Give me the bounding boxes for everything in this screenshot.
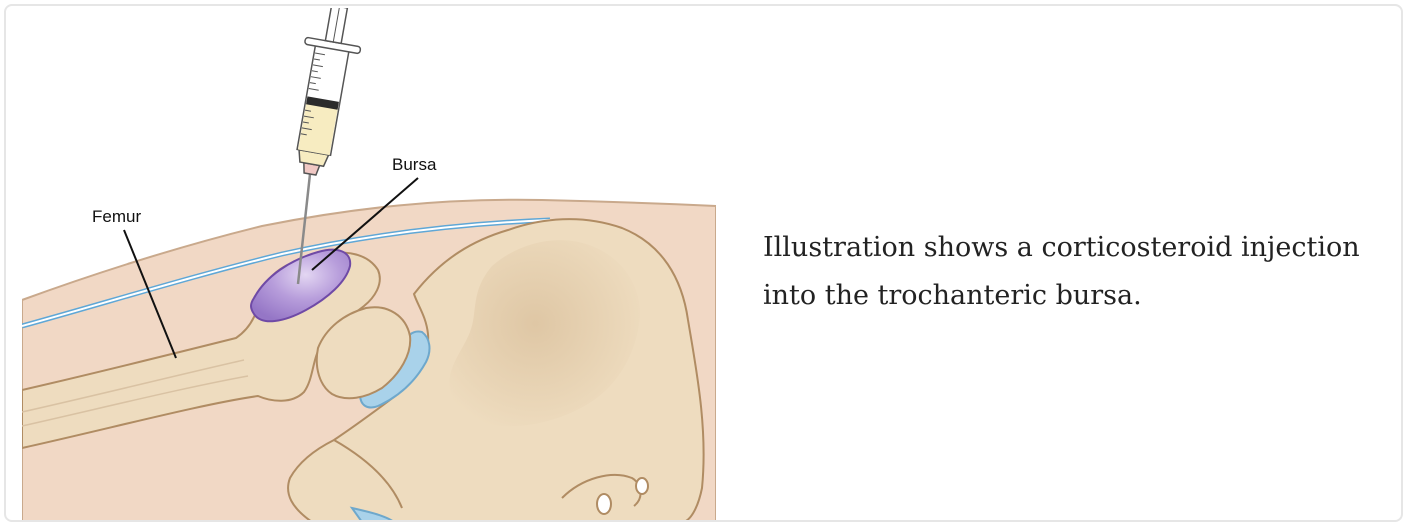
figure-caption: Illustration shows a corticosteroid inje… (763, 224, 1403, 320)
illustration: Bursa Femur (22, 8, 716, 522)
syringe-icon (282, 8, 367, 179)
figure-card: Bursa Femur Illustration shows a cortico… (4, 4, 1403, 522)
bursa-label: Bursa (392, 155, 437, 174)
foramen (597, 494, 611, 514)
hip-injection-diagram: Bursa Femur (22, 8, 716, 522)
femur-label: Femur (92, 207, 141, 226)
